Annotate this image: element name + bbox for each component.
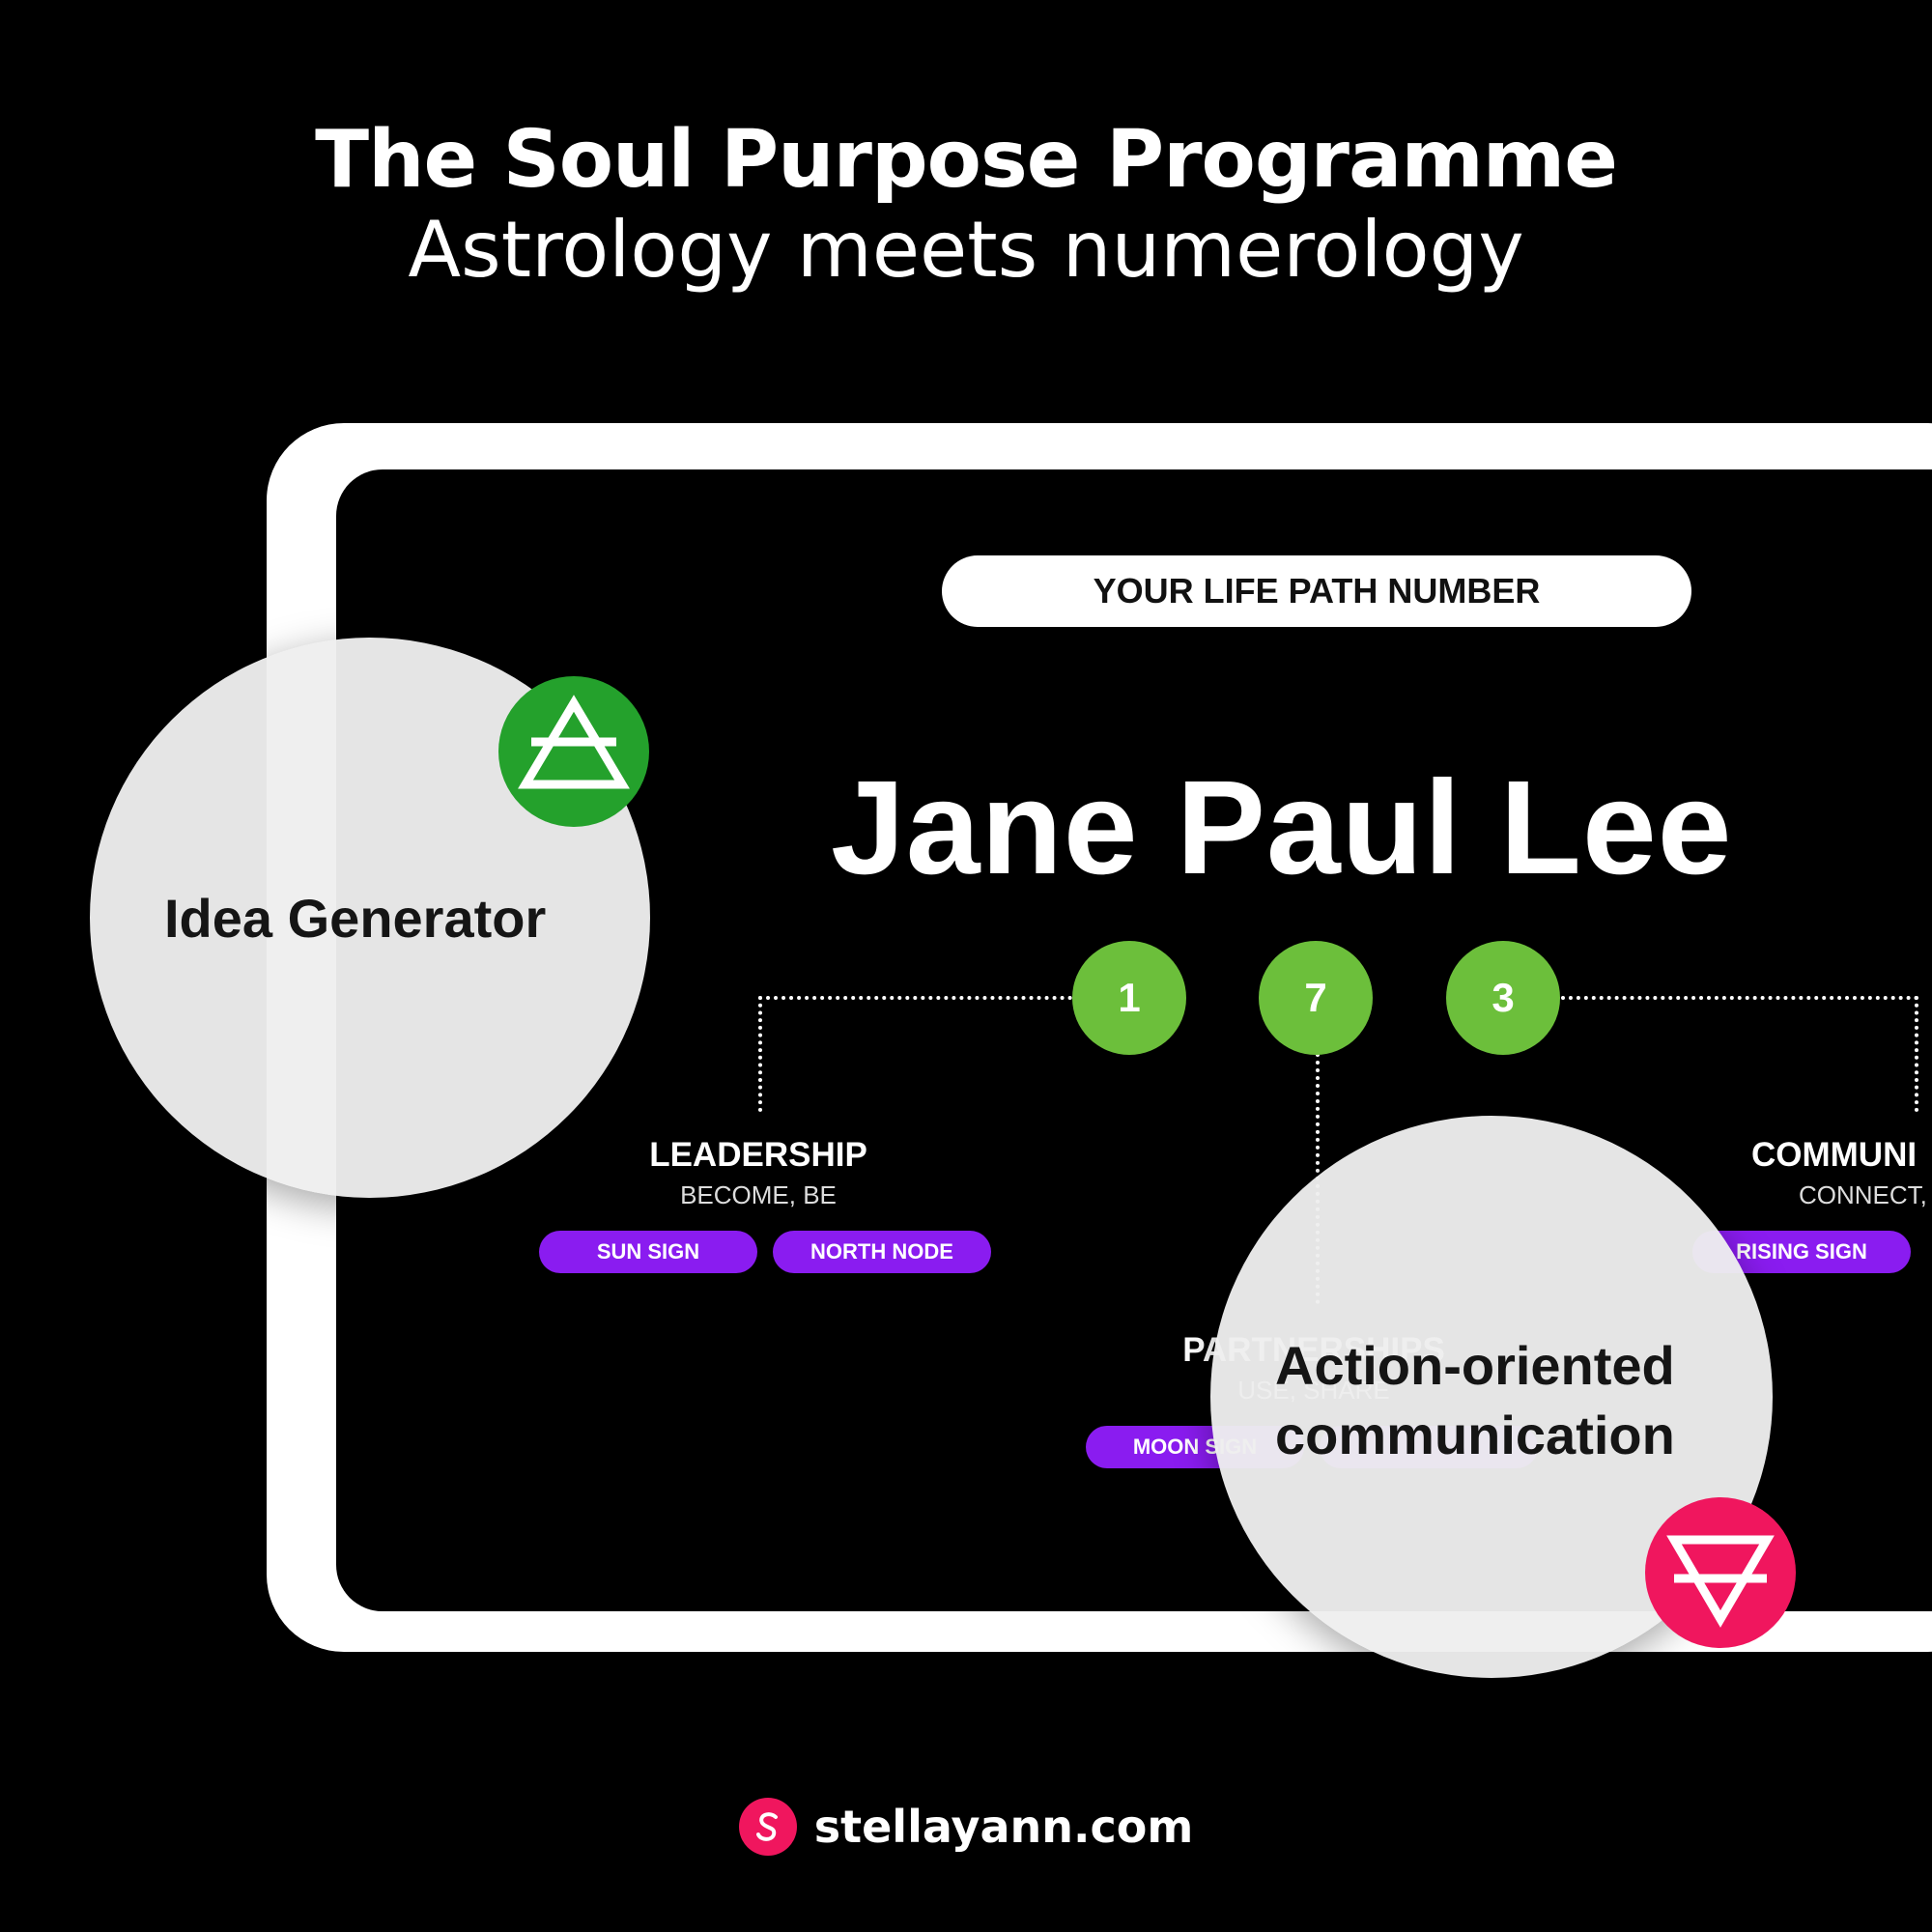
page-subtitle: Astrology meets numerology: [408, 205, 1524, 295]
connector-line-left: [758, 996, 1072, 1000]
footer: stellayann.com: [0, 1793, 1932, 1861]
number-circle-3: 3: [1446, 941, 1560, 1055]
number-circle-1: 1: [1072, 941, 1186, 1055]
trait-text-action-oriented: Action-oriented communication: [1275, 1331, 1675, 1470]
tag-sun-sign: SUN SIGN: [539, 1231, 757, 1273]
category-subtitle-leadership: BECOME, BE: [680, 1180, 837, 1209]
category-title-leadership: LEADERSHIP: [649, 1136, 867, 1174]
connector-line-right-down: [1915, 996, 1918, 1112]
connector-line-left-down: [758, 996, 762, 1112]
site-url: stellayann.com: [813, 1801, 1194, 1853]
category-title-communication: COMMUNI: [1751, 1136, 1918, 1174]
connector-line-right: [1561, 996, 1918, 1000]
trait-text-idea-generator: Idea Generator: [164, 888, 547, 949]
category-subtitle-communication: CONNECT, C: [1799, 1180, 1932, 1209]
number-circle-2: 7: [1259, 941, 1373, 1055]
stellayann-logo-icon: [738, 1798, 797, 1856]
tag-north-node: NORTH NODE: [773, 1231, 991, 1273]
person-name: Jane Paul Lee: [831, 753, 1733, 902]
air-symbol-icon: [498, 676, 649, 827]
trait-text-line-2: communication: [1275, 1405, 1675, 1465]
life-path-label: YOUR LIFE PATH NUMBER: [942, 555, 1691, 627]
page-title: The Soul Purpose Programme: [315, 114, 1618, 206]
trait-text-line-1: Action-oriented: [1275, 1335, 1675, 1396]
earth-symbol-icon: [1645, 1497, 1796, 1648]
